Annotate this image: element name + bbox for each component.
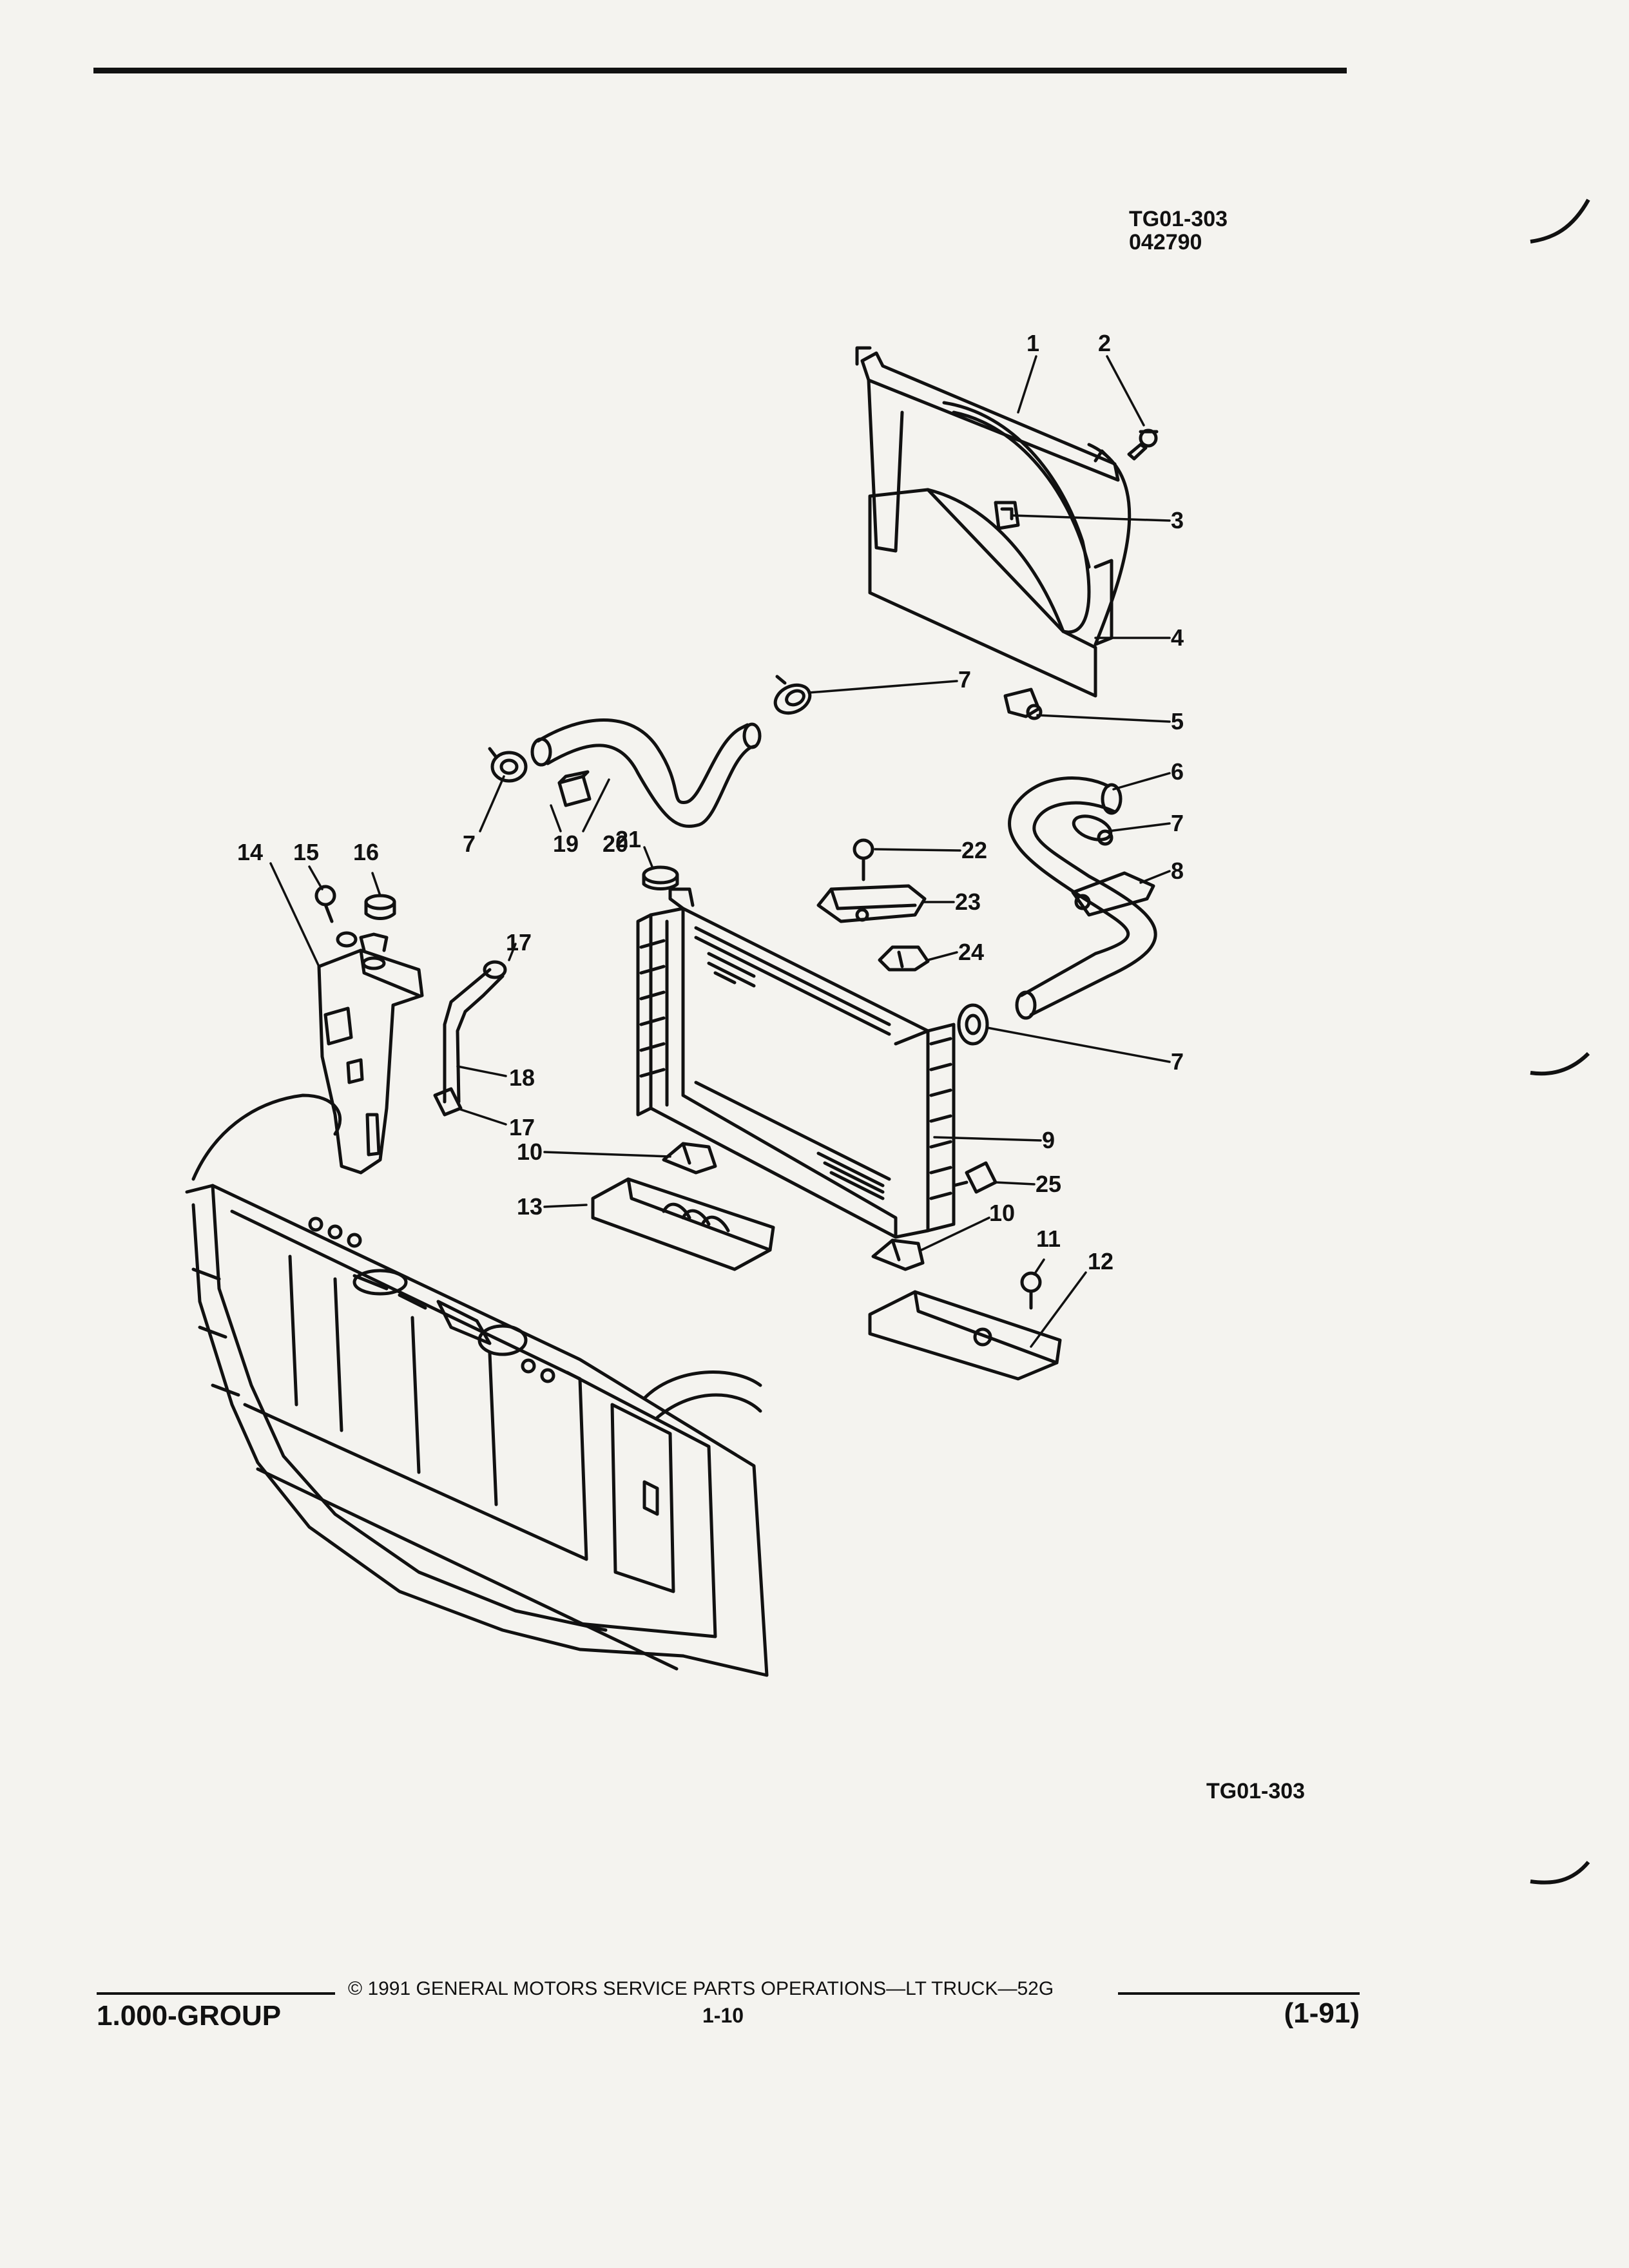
shroud-retainer	[1003, 687, 1043, 720]
callout-4: 4	[1171, 624, 1184, 651]
radiator-cap	[642, 865, 679, 890]
callout-labels: 1 2 3 4 5 6 7 7 7 8 7 9 25 10 11 12 10 1…	[237, 330, 1184, 1274]
lower-insulator-left	[662, 1142, 717, 1175]
coolant-reservoir	[317, 932, 424, 1175]
date-code: 042790	[1129, 230, 1202, 255]
reservoir-bolt	[314, 885, 358, 948]
support-bolt	[1020, 1271, 1042, 1310]
callout-7-upper-right: 7	[958, 666, 971, 693]
callout-5: 5	[1171, 708, 1184, 735]
callout-25: 25	[1036, 1171, 1061, 1197]
callout-19: 19	[553, 831, 579, 857]
figure-code-bottom: TG01-303	[1206, 1779, 1306, 1803]
footer-group: 1.000-GROUP	[97, 2000, 282, 2032]
radiator-support-panel	[185, 1093, 769, 1677]
top-rule	[93, 68, 1347, 73]
callout-7-upper-left: 7	[463, 831, 476, 857]
callout-24: 24	[958, 939, 984, 965]
reservoir-cap	[364, 894, 396, 920]
shroud-clip	[994, 501, 1020, 530]
hose-clamp-outlet	[957, 1003, 989, 1046]
callout-leader-lines	[269, 355, 1171, 1348]
hose-clamp-lower-upper	[1072, 814, 1113, 846]
footer-copyright: © 1991 GENERAL MOTORS SERVICE PARTS OPER…	[348, 1978, 1054, 1999]
hose-bracket	[1071, 871, 1155, 917]
callout-9: 9	[1042, 1127, 1055, 1153]
hose-clamp-upper-right	[773, 675, 812, 715]
callout-11: 11	[1036, 1225, 1061, 1252]
callout-6: 6	[1171, 758, 1184, 785]
callout-21: 21	[615, 826, 641, 852]
figure-code-header: TG01-303 042790	[1129, 207, 1228, 254]
callout-8: 8	[1171, 858, 1184, 884]
hose-clamp-upper-left	[488, 747, 528, 783]
callout-1: 1	[1027, 330, 1039, 356]
callout-13: 13	[517, 1193, 543, 1220]
radiator-bracket-bolt	[853, 838, 874, 881]
callout-22: 22	[961, 837, 987, 863]
callout-17-upper: 17	[506, 929, 532, 956]
callout-18: 18	[509, 1064, 535, 1091]
callout-7-outlet: 7	[1171, 1048, 1184, 1075]
callout-2: 2	[1098, 330, 1111, 356]
lower-support-right	[868, 1290, 1062, 1381]
radiator-core	[636, 887, 956, 1239]
binder-hole-mark-3	[1530, 1861, 1590, 1885]
callout-17-lower: 17	[509, 1114, 535, 1140]
binder-hole-mark-1	[1530, 198, 1590, 244]
radiator-upper-bracket	[816, 884, 927, 923]
callout-10-right: 10	[989, 1200, 1015, 1226]
callout-23: 23	[955, 889, 981, 915]
upper-radiator-hose	[530, 718, 762, 828]
shroud-bolt	[1127, 428, 1159, 461]
radiator-upper-insulator	[878, 945, 930, 972]
footer-rule-left	[97, 1992, 335, 1995]
lower-support-left	[591, 1177, 775, 1271]
callout-10-left: 10	[517, 1139, 543, 1165]
callout-12: 12	[1088, 1248, 1113, 1274]
lower-insulator-right	[871, 1238, 925, 1271]
callout-15: 15	[293, 839, 319, 865]
fan-shroud	[855, 346, 1132, 698]
footer-revision: (1-91)	[1284, 1997, 1360, 2029]
callout-14: 14	[237, 839, 263, 865]
binder-hole-mark-2	[1530, 1052, 1590, 1076]
figure-code: TG01-303	[1129, 207, 1228, 231]
callout-20: 20	[602, 831, 628, 857]
hose-spacer-block	[557, 770, 592, 807]
callout-16: 16	[353, 839, 379, 865]
page-footer: 1.000-GROUP © 1991 GENERAL MOTORS SERVIC…	[97, 1978, 1360, 2032]
drain-valve	[952, 1161, 998, 1194]
callout-7-lower-hose: 7	[1171, 810, 1184, 836]
callout-3: 3	[1171, 507, 1184, 533]
overflow-hose	[433, 960, 507, 1117]
footer-page-number: 1-10	[702, 2004, 744, 2027]
footer-rule-right	[1118, 1992, 1360, 1995]
lower-radiator-hose	[1008, 776, 1157, 1020]
